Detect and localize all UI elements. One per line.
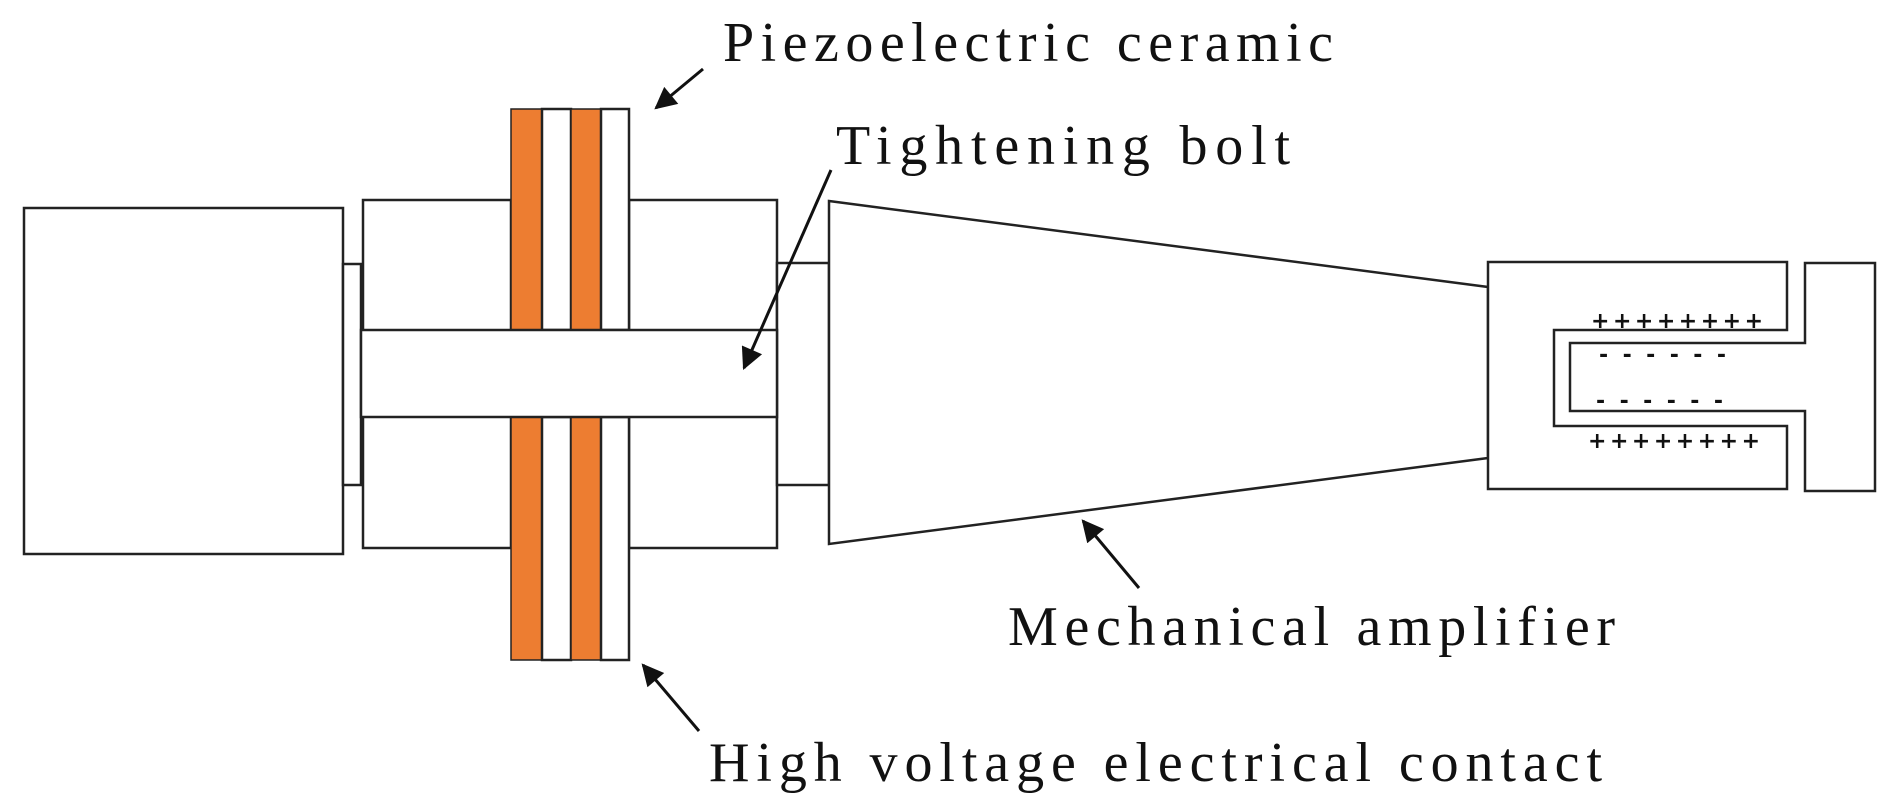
ceramic-disc	[510, 108, 543, 331]
piezo-stack	[510, 107, 631, 662]
label-mechanical-amplifier: Mechanical amplifier	[1008, 596, 1615, 658]
electrode-disc	[599, 415, 631, 662]
arrow-amplifier	[1081, 519, 1141, 589]
arrow-contact	[641, 663, 701, 732]
front-connector	[775, 261, 831, 487]
tightening-bolt	[359, 328, 779, 419]
back-connector	[341, 262, 363, 487]
label-high-voltage-contact: High voltage electrical contact	[709, 732, 1602, 794]
t-shaped-electrode	[1568, 261, 1877, 493]
ceramic-disc	[570, 108, 602, 331]
ceramic-disc	[510, 416, 543, 661]
electrode-disc	[540, 107, 573, 332]
ceramic-disc	[570, 416, 602, 661]
mechanical-amplifier-cone	[827, 199, 1490, 546]
arrow-bolt	[741, 169, 833, 371]
label-piezoelectric-ceramic: Piezoelectric ceramic	[723, 12, 1333, 74]
back-mass-block	[22, 206, 345, 556]
arrow-piezo	[654, 67, 704, 110]
label-tightening-bolt: Tightening bolt	[836, 115, 1290, 177]
c-shaped-electrode	[1486, 260, 1789, 491]
electrode-disc	[599, 107, 631, 332]
electrode-disc	[540, 415, 573, 662]
